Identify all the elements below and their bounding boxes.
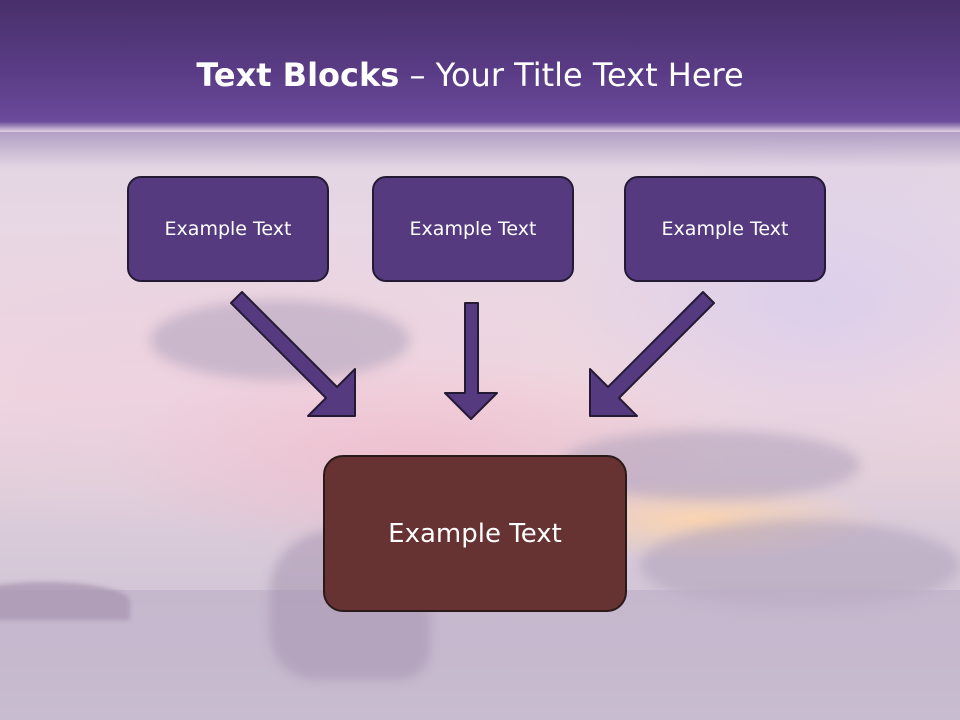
title-rest-text: Your Title Text Here xyxy=(435,56,744,94)
text-block-label: Example Text xyxy=(164,218,292,240)
text-block-label: Example Text xyxy=(409,218,537,240)
text-block-center[interactable]: Example Text xyxy=(372,176,574,282)
hill-silhouette xyxy=(0,582,130,620)
target-block[interactable]: Example Text xyxy=(323,455,627,612)
title-bold-text: Text Blocks xyxy=(196,56,400,94)
title-bar xyxy=(0,0,960,168)
text-block-left[interactable]: Example Text xyxy=(127,176,329,282)
arrow-down-left-icon[interactable] xyxy=(589,291,715,417)
arrow-down-right-icon[interactable] xyxy=(230,291,356,417)
slide-title[interactable]: Text Blocks – Your Title Text Here xyxy=(0,50,940,100)
text-block-label: Example Text xyxy=(661,218,789,240)
arrow-down-icon[interactable] xyxy=(444,302,498,420)
title-separator: – xyxy=(399,56,436,94)
target-block-label: Example Text xyxy=(388,518,562,549)
text-block-right[interactable]: Example Text xyxy=(624,176,826,282)
